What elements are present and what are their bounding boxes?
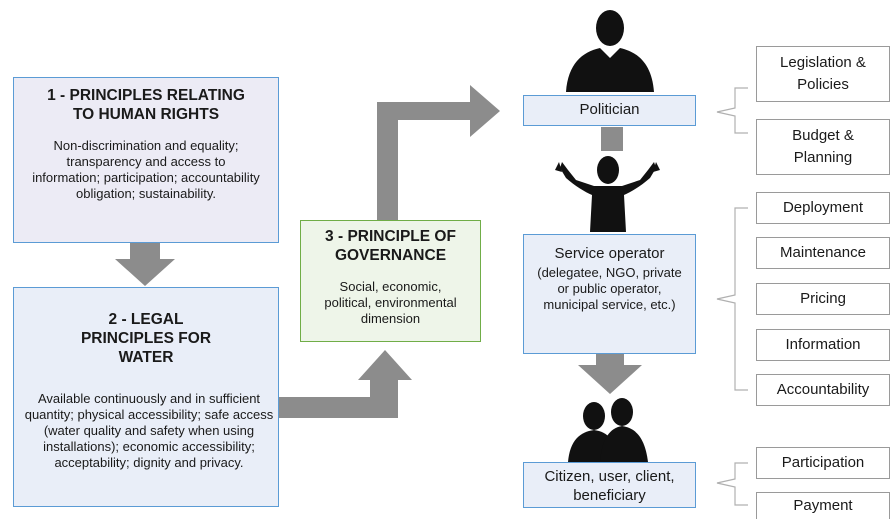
arrow-operator-to-citizen [578,354,642,394]
role-information: Information [756,329,890,361]
politician-silhouette-icon [566,10,654,92]
brace-operator-roles [716,207,748,391]
arrow-principle1-to-principle2 [115,243,175,286]
principle2-title: 2 - LEGAL PRINCIPLES FOR WATER [80,311,212,366]
principle3-box: 3 - PRINCIPLE OF GOVERNANCE Social, econ… [300,220,481,342]
role-label: Budget & Planning [792,127,854,166]
principle2-box: 2 - LEGAL PRINCIPLES FOR WATER Available… [13,287,279,507]
citizen-label: Citizen, user, client, beneficiary [544,468,675,504]
role-label: Legislation & Policies [780,54,866,93]
role-label: Payment [793,497,853,514]
brace-politician-roles [716,87,748,134]
role-pricing: Pricing [756,283,890,315]
operator-silhouette-icon [555,156,660,232]
principle1-box: 1 - PRINCIPLES RELATING TO HUMAN RIGHTS … [13,77,279,243]
role-legislation-policies: Legislation & Policies [756,46,890,102]
operator-description: (delegatee, NGO, private or public opera… [537,265,682,312]
role-participation: Participation [756,447,890,479]
role-accountability: Accountability [756,374,890,406]
arrow-principle2-to-principle3 [279,350,412,418]
role-payment: Payment [756,492,890,519]
principle1-title: 1 - PRINCIPLES RELATING TO HUMAN RIGHTS [47,87,245,123]
role-label: Pricing [800,290,846,307]
politician-label-box: Politician [523,95,696,126]
connector-politician-operator [601,127,623,151]
brace-citizen-roles [716,462,748,506]
role-maintenance: Maintenance [756,237,890,269]
role-label: Information [785,336,861,353]
principle3-description: Social, economic, political, environment… [324,279,457,326]
role-label: Accountability [776,381,870,398]
operator-box: Service operator (delegatee, NGO, privat… [523,234,696,354]
citizen-label-box: Citizen, user, client, beneficiary [523,462,696,508]
citizens-silhouette-icon [568,398,648,462]
operator-title: Service operator [554,245,665,262]
principle1-description: Non-discrimination and equality; transpa… [32,138,260,201]
principle2-description: Available continuously and in sufficient… [24,391,274,470]
role-label: Participation [781,454,865,471]
arrow-principle3-to-politician [377,85,500,220]
role-label: Deployment [782,199,864,216]
role-deployment: Deployment [756,192,890,224]
role-budget-planning: Budget & Planning [756,119,890,175]
role-label: Maintenance [780,244,866,261]
politician-label: Politician [579,101,640,118]
principle3-title: 3 - PRINCIPLE OF GOVERNANCE [325,228,456,264]
